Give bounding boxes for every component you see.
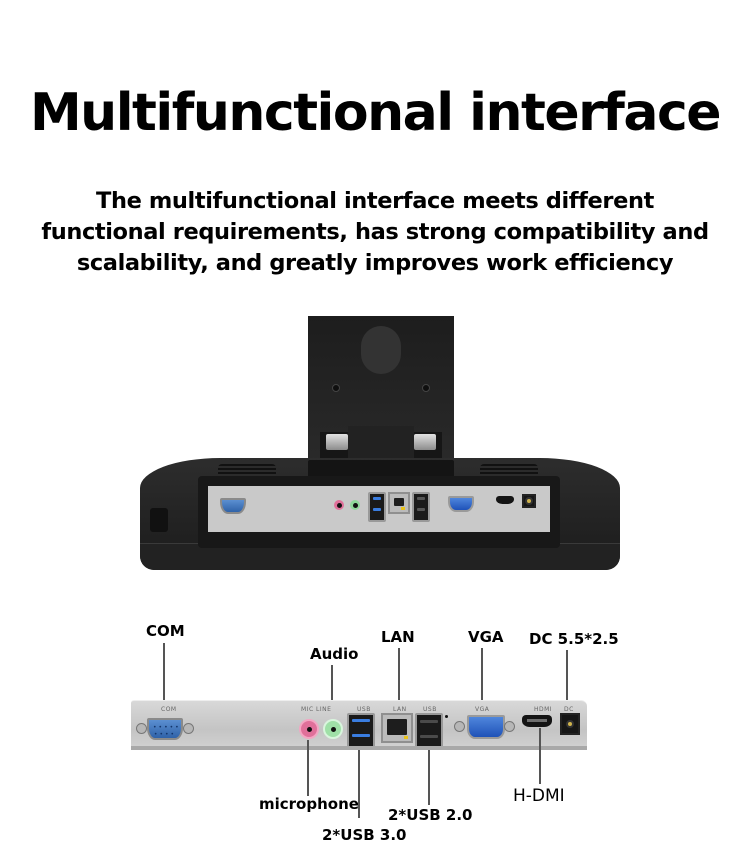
vga-screw-icon [504,721,515,732]
hinge-knob-right [414,434,436,450]
leader-line-vga [481,648,483,700]
silk-usb3: USB [357,706,371,713]
io-panel-mini [208,486,550,532]
leader-line-microphone [307,740,309,796]
usb3-ports-icon [347,713,375,749]
device-photo [130,300,630,590]
dc-power-port-icon [560,713,580,735]
usb2-ports-icon [412,492,430,522]
indicator-dot [445,715,448,718]
label-usb3: 2*USB 3.0 [322,826,407,844]
subtitle-line-2: functional requirements, has strong comp… [41,219,709,245]
lan-port-icon [388,492,410,514]
subtitle-line-3: scalability, and greatly improves work e… [76,250,674,276]
screw-icon [422,384,430,392]
vga-screw-icon [454,721,465,732]
stand-highlight [361,326,401,374]
leader-line-usb2 [428,750,430,805]
com-port-icon: ••••••••• [147,718,183,740]
hdmi-port-icon [522,715,552,727]
silk-usb2: USB [423,706,437,713]
silk-lan: LAN [393,706,407,713]
silk-audio: MIC LINE [301,706,332,713]
screw-icon [332,384,340,392]
lan-port-icon [381,713,413,743]
silk-hdmi: HDMI [534,706,553,713]
microphone-jack-icon [299,719,319,739]
subtitle: The multifunctional interface meets diff… [30,186,720,279]
silk-vga: VGA [475,706,490,713]
page-title: Multifunctional interface [29,83,722,143]
label-lan: LAN [381,628,415,646]
mic-jack-icon [334,500,344,510]
label-dc: DC 5.5*2.5 [529,630,619,648]
hdmi-port-icon [496,496,514,504]
io-panel: COM MIC LINE USB LAN USB VGA HDMI DC •••… [131,700,587,749]
audio-jack-icon [350,500,360,510]
dc-port-icon [522,494,536,508]
leader-line-audio [331,665,333,707]
label-microphone: microphone [259,795,359,813]
com-screw-icon [136,723,147,734]
silk-com: COM [161,706,177,713]
io-panel-edge [131,746,587,750]
silk-dc: DC [564,706,574,713]
subtitle-line-1: The multifunctional interface meets diff… [96,188,654,214]
label-usb2: 2*USB 2.0 [388,806,473,824]
leader-line-dc [566,650,568,700]
vga-port-icon [448,496,474,512]
leader-line-usb3 [358,750,360,818]
vga-port-icon [467,715,505,739]
label-vga: VGA [468,628,504,646]
com-port-icon [220,498,246,514]
leader-line-lan [398,648,400,700]
leader-line-hdmi [539,728,541,784]
label-hdmi: H-DMI [513,786,565,806]
usb3-ports-icon [368,492,386,522]
usb2-ports-icon [415,713,443,749]
com-screw-icon [183,723,194,734]
hinge-knob-left [326,434,348,450]
label-audio: Audio [310,645,359,663]
side-tab [150,508,168,532]
label-com: COM [146,622,185,640]
audio-jack-icon [323,719,343,739]
leader-line-com [163,643,165,700]
